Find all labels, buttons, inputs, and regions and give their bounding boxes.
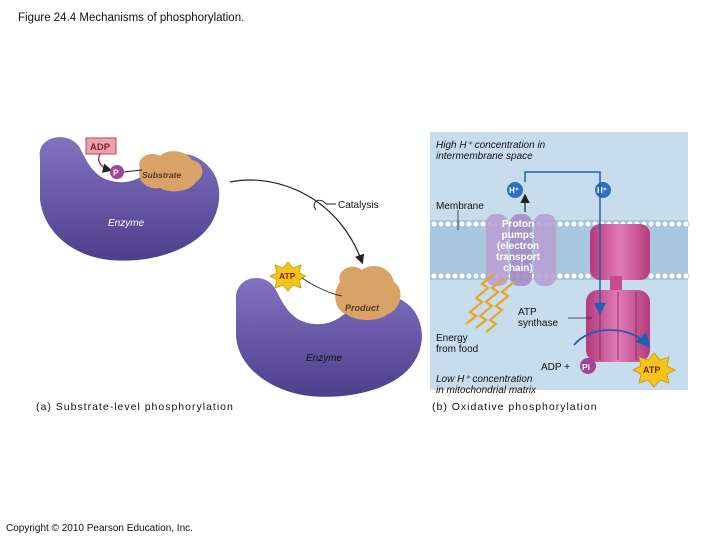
low-h-line-1: Low H⁺ concentration <box>436 374 533 385</box>
adp-plus-label: ADP + <box>541 362 570 373</box>
h-plus-icon-2 <box>595 182 611 198</box>
lipid-head <box>444 272 452 280</box>
proton-pump-2 <box>510 214 532 286</box>
lipid-head <box>556 220 564 228</box>
proton-flow-arrow <box>524 171 606 315</box>
proton-pumps-line-1: Proton <box>501 219 535 230</box>
catalysis-label: Catalysis <box>338 200 379 211</box>
adp-box <box>85 137 117 155</box>
lipid-head <box>430 272 438 280</box>
caption-b: (b) Oxidative phosphorylation <box>432 401 598 413</box>
energy-line-2: from food <box>436 344 479 355</box>
high-h-line-2: intermembrane space <box>436 151 533 162</box>
pi-label: Pi <box>582 362 590 372</box>
proton-pumps-line-3: (electron <box>496 241 540 252</box>
lipid-head <box>675 220 683 228</box>
low-h-label: Low H⁺ concentration in mitochondrial ma… <box>436 374 536 396</box>
catalysis-arrow <box>229 179 365 265</box>
high-h-line-1: High H⁺ concentration in <box>436 140 546 151</box>
substrate-shape <box>139 151 203 192</box>
caption-a: (a) Substrate-level phosphorylation <box>36 401 234 413</box>
proton-pumps-line-5: chain) <box>503 263 533 274</box>
lipid-head <box>577 272 585 280</box>
enzyme-top-label: Enzyme <box>108 218 145 229</box>
lipid-head <box>479 220 487 228</box>
copyright: Copyright © 2010 Pearson Education, Inc. <box>6 523 193 534</box>
energy-zigzag-3 <box>485 281 515 333</box>
enzyme-top-shape <box>39 137 220 261</box>
phosphate-icon <box>110 165 124 179</box>
lipid-head <box>668 272 676 280</box>
lipid-head <box>563 272 571 280</box>
lipid-head <box>465 272 473 280</box>
lipid-head <box>451 220 459 228</box>
enzyme-bottom-label: Enzyme <box>306 353 343 364</box>
lipid-head <box>654 220 662 228</box>
substrate-label: Substrate <box>142 170 181 180</box>
lipid-head <box>479 272 487 280</box>
proton-pump-1 <box>486 214 508 286</box>
lipid-head <box>661 272 669 280</box>
lipid-head <box>472 272 480 280</box>
atp-synthase-label: ATP synthase <box>518 307 558 329</box>
lipid-head <box>668 220 676 228</box>
membrane-label: Membrane <box>436 201 484 212</box>
lipid-head <box>675 272 683 280</box>
proton-pumps-label: Proton pumps (electron transport chain) <box>487 219 549 274</box>
atp-label-a: ATP <box>279 271 296 281</box>
atp-synthase-fo <box>590 224 650 280</box>
atp-star-b <box>632 352 676 388</box>
atp-synthase-line-1: ATP <box>518 307 537 318</box>
adp-label: ADP <box>90 142 111 153</box>
lipid-head <box>647 220 655 228</box>
lipid-head <box>556 272 564 280</box>
lipid-head <box>465 220 473 228</box>
energy-zigzag-2 <box>475 277 505 329</box>
energy-line-1: Energy <box>436 333 468 344</box>
lipid-head <box>451 272 459 280</box>
lipid-head <box>430 220 438 228</box>
lipid-head <box>437 220 445 228</box>
h-plus-label-1: H⁺ <box>509 186 519 195</box>
lipid-head <box>682 272 690 280</box>
lipid-head <box>577 220 585 228</box>
lipid-head <box>458 272 466 280</box>
energy-zigzag-1 <box>465 273 495 325</box>
lipid-head <box>682 220 690 228</box>
lipid-head <box>563 220 571 228</box>
atp-label-b: ATP <box>643 365 660 375</box>
lipid-head <box>444 220 452 228</box>
product-label: Product <box>345 303 380 313</box>
figure-title: Figure 24.4 Mechanisms of phosphorylatio… <box>18 12 245 24</box>
low-h-line-2: in mitochondrial matrix <box>436 385 537 396</box>
catalysis-enzyme-icon <box>313 199 327 211</box>
h-plus-icon-1 <box>507 182 523 198</box>
atp-synthase-line-2: synthase <box>518 318 559 329</box>
atp-star-a <box>269 261 307 292</box>
phosphate-label: P <box>113 168 119 178</box>
rotation-arrow <box>573 329 651 348</box>
lipid-head <box>584 272 592 280</box>
energy-label: Energy from food <box>436 333 478 355</box>
lipid-head <box>437 272 445 280</box>
product-shape <box>335 266 401 320</box>
lipid-head <box>654 272 662 280</box>
lipid-head <box>458 220 466 228</box>
proton-pumps-line-2: pumps <box>501 230 535 241</box>
lipid-head <box>661 220 669 228</box>
lipid-head <box>472 220 480 228</box>
proton-pump-3 <box>534 214 556 286</box>
lipid-head <box>570 220 578 228</box>
proton-pumps-line-4: transport <box>496 252 540 263</box>
h-plus-label-2: H⁺ <box>597 186 607 195</box>
high-h-label: High H⁺ concentration in intermembrane s… <box>436 140 545 162</box>
lipid-head <box>570 272 578 280</box>
pi-icon <box>580 358 596 374</box>
lipid-head <box>584 220 592 228</box>
